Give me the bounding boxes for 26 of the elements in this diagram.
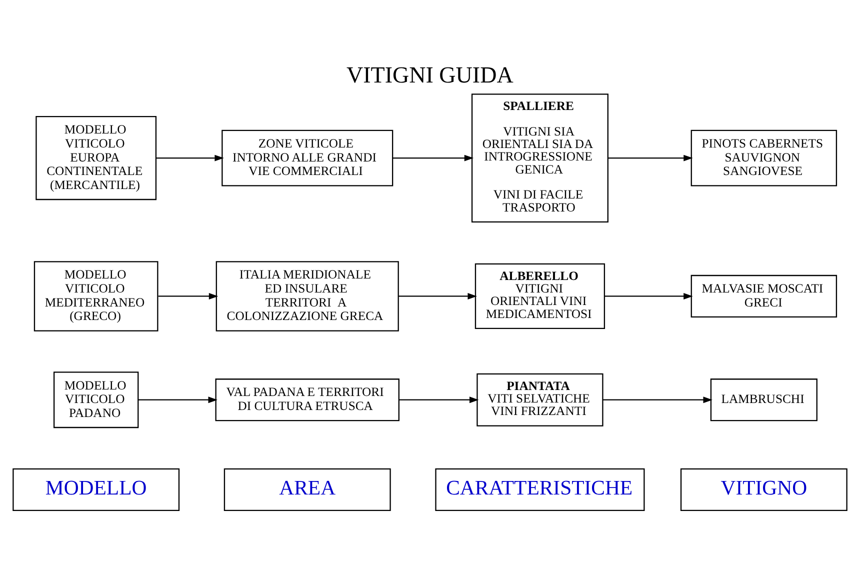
- arrow: [398, 293, 477, 300]
- node-box: CARATTERISTICHE: [435, 468, 645, 511]
- arrow: [138, 396, 218, 404]
- node-box: MODELLO VITICOLO EUROPA CONTINENTALE (MERCANTILE): [36, 116, 157, 200]
- arrow: [392, 154, 474, 162]
- diagram-title: VITIGNI GUIDA: [346, 62, 514, 88]
- arrow: [158, 293, 218, 300]
- node-box: MODELLO VITICOLO MEDITERRANEO (GRECO): [34, 261, 158, 332]
- node-box: MODELLO: [12, 468, 180, 511]
- node-box: MODELLO VITICOLO PADANO: [53, 372, 139, 428]
- node-box: VITIGNO: [680, 468, 848, 511]
- arrow: [602, 396, 712, 404]
- node-box: SPALLIERE VITIGNI SIA ORIENTALI SIA DA INTROGRESSIONE GENICA VINI DI FACILE TRASPORTO: [471, 94, 608, 223]
- arrow: [604, 293, 693, 300]
- arrow: [399, 396, 479, 404]
- node-box: PINOTS CABERNETS SAUVIGNON SANGIOVESE: [690, 130, 838, 186]
- arrow: [608, 154, 693, 162]
- node-box: MALVASIE MOSCATI GRECI: [690, 274, 838, 318]
- arrow: [156, 154, 224, 162]
- node-box: ALBERELLO VITIGNI ORIENTALI VINI MEDICAMENTOSI: [474, 263, 606, 330]
- node-box: LAMBRUSCHI: [710, 378, 818, 422]
- node-box: VAL PADANA E TERRITORI DI CULTURA ETRUSCA: [215, 378, 400, 422]
- node-box: ITALIA MERIDIONALE ED INSULARE TERRITORI A COLONIZZAZIONE GRECA: [216, 261, 399, 332]
- node-box: AREA: [224, 468, 391, 511]
- node-box: PIANTATA VITI SELVATICHE VINI FRIZZANTI: [476, 373, 604, 426]
- node-box: ZONE VITICOLE INTORNO ALLE GRANDI VIE COMMERCIALI: [222, 130, 394, 186]
